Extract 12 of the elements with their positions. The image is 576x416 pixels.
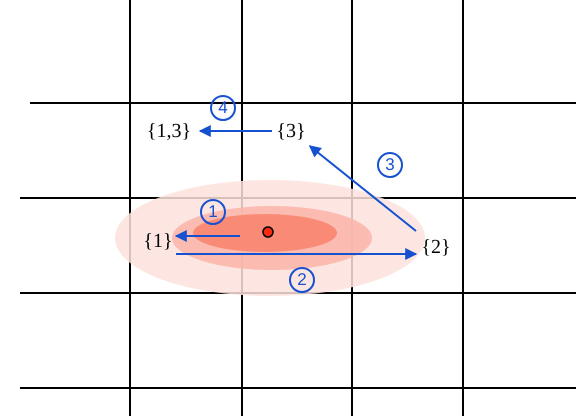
edge-label: 2 xyxy=(289,267,315,293)
edge-label: 1 xyxy=(200,199,226,225)
arrow xyxy=(174,230,240,242)
set-label: {3} xyxy=(272,116,310,146)
set-label: {2} xyxy=(416,230,456,264)
set-label: {1,3} xyxy=(138,116,200,146)
edge-label: 3 xyxy=(377,152,403,178)
set-label: {1} xyxy=(140,224,176,258)
arrow xyxy=(176,248,418,260)
edge-label: 4 xyxy=(210,95,236,121)
arrow xyxy=(308,145,417,232)
arrow xyxy=(198,125,272,137)
